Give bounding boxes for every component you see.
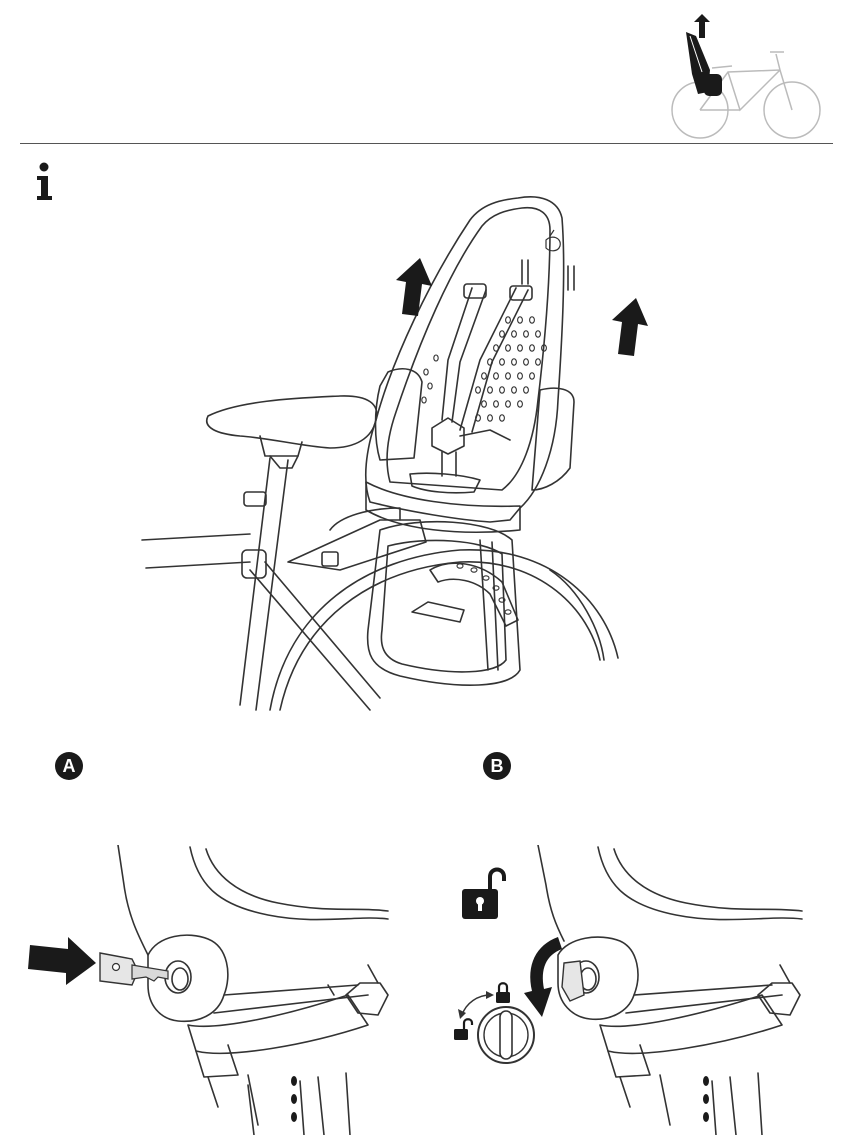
seat-backrest	[364, 196, 565, 523]
seat-side-right	[531, 387, 575, 491]
thumbnail-seat	[686, 32, 722, 96]
step-a-insert-key-illustration	[28, 845, 389, 1135]
unlocked-padlock-icon	[462, 867, 506, 919]
arrow-right-icon	[28, 937, 96, 985]
bicycle-frame	[141, 457, 381, 711]
seat-base	[365, 481, 521, 534]
step-b-turn-key-illustration	[454, 845, 803, 1135]
backrest-perforations	[421, 316, 547, 422]
harness	[431, 283, 533, 477]
rotate-arrow-icon	[524, 937, 562, 1017]
key-icon	[99, 952, 169, 986]
lock-cylinder	[164, 960, 192, 994]
lock-position-diagram	[458, 991, 535, 1064]
bicycle-saddle	[205, 395, 378, 469]
foot-strap	[411, 562, 519, 627]
step-a-badge: A	[55, 752, 83, 780]
footrest-housing	[366, 520, 521, 686]
arrow-up-icon	[396, 258, 432, 316]
mounting-bracket	[287, 507, 427, 571]
seat-side-left	[374, 368, 423, 461]
bike-seat-thumbnail	[671, 14, 821, 139]
unlocked-padlock-icon	[454, 1018, 474, 1040]
arrow-up-icon	[694, 14, 710, 38]
info-icon	[37, 162, 52, 200]
header-divider	[20, 143, 833, 144]
child-seat-on-bicycle-illustration	[141, 196, 648, 711]
brand-logo-mark	[545, 229, 561, 252]
locked-padlock-icon	[496, 982, 510, 1003]
key-icon	[561, 960, 585, 1002]
arrow-up-icon	[612, 298, 648, 356]
step-b-badge: B	[483, 752, 511, 780]
